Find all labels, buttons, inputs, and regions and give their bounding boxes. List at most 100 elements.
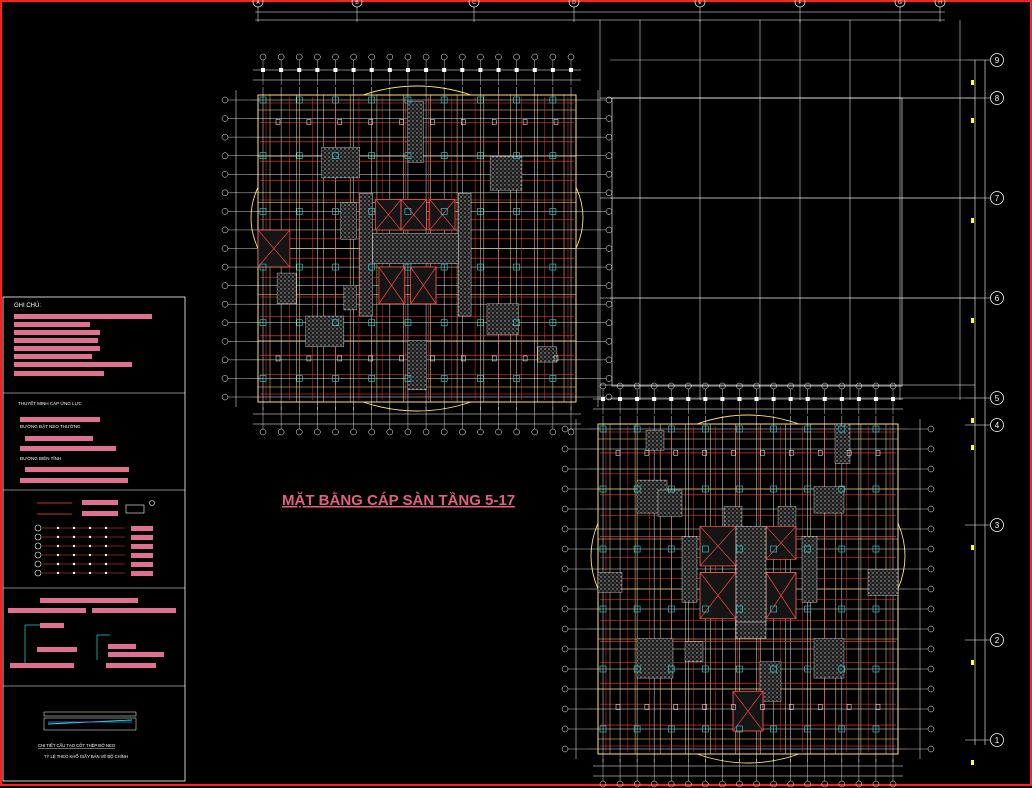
level-marker	[971, 318, 974, 323]
grid-bubble-label: G	[898, 0, 902, 6]
column	[838, 545, 846, 553]
legend-note-line	[25, 467, 129, 472]
grid-bubble	[531, 53, 539, 61]
legend-note-line	[108, 652, 164, 657]
column	[633, 725, 641, 733]
legend-symbol-box	[125, 504, 145, 514]
detail-caption-2: TỶ LỆ THEO KHỔ GIẤY BẢN VẼ BỘ CHÍNH	[44, 754, 128, 759]
legend-note-line	[40, 598, 138, 603]
shaft-cross	[375, 199, 402, 231]
column	[332, 96, 339, 104]
grid-bubble	[990, 291, 1004, 305]
anchor-marker	[306, 355, 312, 362]
column	[599, 665, 607, 673]
column	[295, 263, 303, 271]
grid-bubble	[561, 605, 569, 613]
column	[513, 208, 520, 215]
shaft-cross	[429, 199, 456, 231]
column	[838, 425, 846, 433]
column	[368, 319, 376, 327]
grid-bubble	[513, 53, 520, 61]
anchor-marker	[337, 355, 343, 362]
floor-plan-lower	[561, 382, 935, 788]
grid-bubble	[605, 263, 613, 271]
column	[259, 96, 267, 104]
dim-marker	[532, 68, 537, 72]
dim-marker	[754, 397, 759, 401]
grid-bubble	[386, 428, 394, 436]
grid-bubble	[221, 115, 229, 122]
column	[702, 545, 709, 553]
column	[440, 375, 448, 382]
dim-marker	[315, 68, 320, 72]
column	[667, 605, 675, 613]
grid-bubble	[561, 505, 569, 513]
grid-bubble	[561, 485, 569, 493]
grid-bubble	[990, 91, 1004, 105]
anchor-marker	[337, 119, 343, 125]
legend-symbol	[34, 542, 42, 550]
column	[633, 425, 641, 433]
curved-balcony	[362, 401, 472, 412]
legend-dot	[56, 535, 60, 539]
column	[549, 96, 557, 104]
legend-note-line	[106, 663, 156, 668]
column	[872, 605, 880, 613]
column	[838, 605, 846, 613]
anchor-marker	[731, 704, 736, 710]
legend-note-line	[37, 647, 77, 652]
shaft-cross	[699, 526, 737, 567]
anchor-marker	[760, 704, 765, 710]
hatched-slab-patch	[759, 661, 782, 702]
grid-bubble-label: B	[355, 0, 359, 6]
legend-dot	[88, 526, 92, 530]
anchor-marker	[817, 704, 823, 710]
grid-bubble	[605, 152, 613, 159]
column	[259, 319, 267, 327]
dim-marker	[601, 397, 605, 401]
dim-marker	[805, 397, 810, 401]
dim-marker	[478, 68, 483, 72]
grid-bubble	[567, 428, 575, 436]
legend-note-line	[8, 608, 86, 613]
grid-bubble	[221, 300, 229, 308]
grid-bubble	[990, 191, 1004, 205]
dim-marker	[703, 397, 708, 401]
grid-bubble	[221, 152, 229, 159]
curved-balcony	[696, 753, 800, 764]
column	[633, 545, 641, 553]
column	[804, 605, 812, 613]
grid-bubble	[561, 425, 569, 433]
level-marker	[971, 545, 974, 550]
grid-bubble-label: H	[938, 0, 942, 6]
legend-symbol	[149, 500, 155, 506]
hatched-slab-patch	[407, 340, 427, 390]
grid-bubble	[495, 53, 502, 61]
anchor-marker	[306, 119, 312, 125]
shaft-cross	[732, 691, 764, 732]
legend-dot	[72, 571, 76, 575]
column	[770, 485, 777, 493]
anchor-marker	[875, 704, 881, 710]
column	[332, 152, 339, 159]
dim-marker	[351, 68, 356, 72]
column	[667, 545, 675, 553]
grid-bubble-label: 2	[995, 636, 1000, 645]
shaft-border	[378, 266, 405, 305]
grid-bubble	[927, 505, 935, 513]
grid-bubble	[314, 428, 321, 436]
level-marker	[971, 660, 974, 665]
column	[332, 208, 339, 215]
grid-bubble	[259, 53, 267, 61]
legend-section2-sub1: ĐƯỜNG ĐẶT NEO THƯỜNG	[20, 423, 81, 429]
column	[736, 605, 743, 613]
grid-bubble-label: 8	[995, 94, 1000, 103]
anchor-marker	[644, 704, 650, 710]
anchor-marker	[399, 355, 404, 362]
anchor-marker	[275, 355, 281, 362]
grid-bubble	[927, 745, 935, 753]
grid-bubble	[221, 263, 229, 271]
grid-bubble	[221, 375, 229, 382]
